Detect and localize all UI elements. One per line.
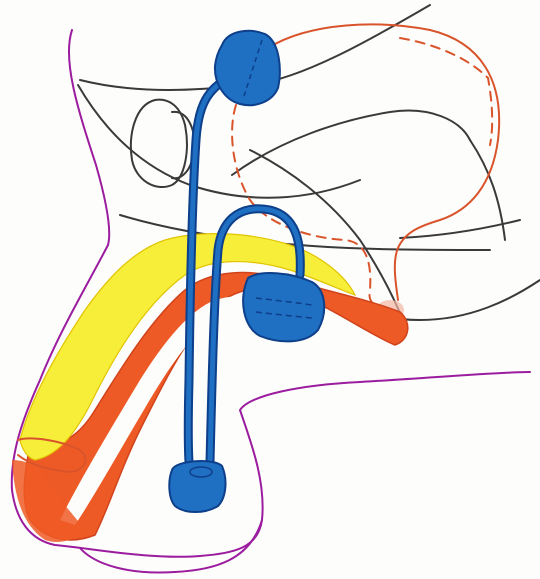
pump-icon [169, 461, 225, 512]
scrotum-outline [80, 520, 262, 573]
bladder-base-line [232, 111, 470, 175]
cylinder-device-icon [243, 273, 324, 341]
pelvic-line-mid [78, 85, 360, 198]
reservoir-icon [215, 31, 280, 105]
bladder-dashed-wall [400, 38, 492, 145]
abdomen-skin-outline [69, 30, 109, 245]
